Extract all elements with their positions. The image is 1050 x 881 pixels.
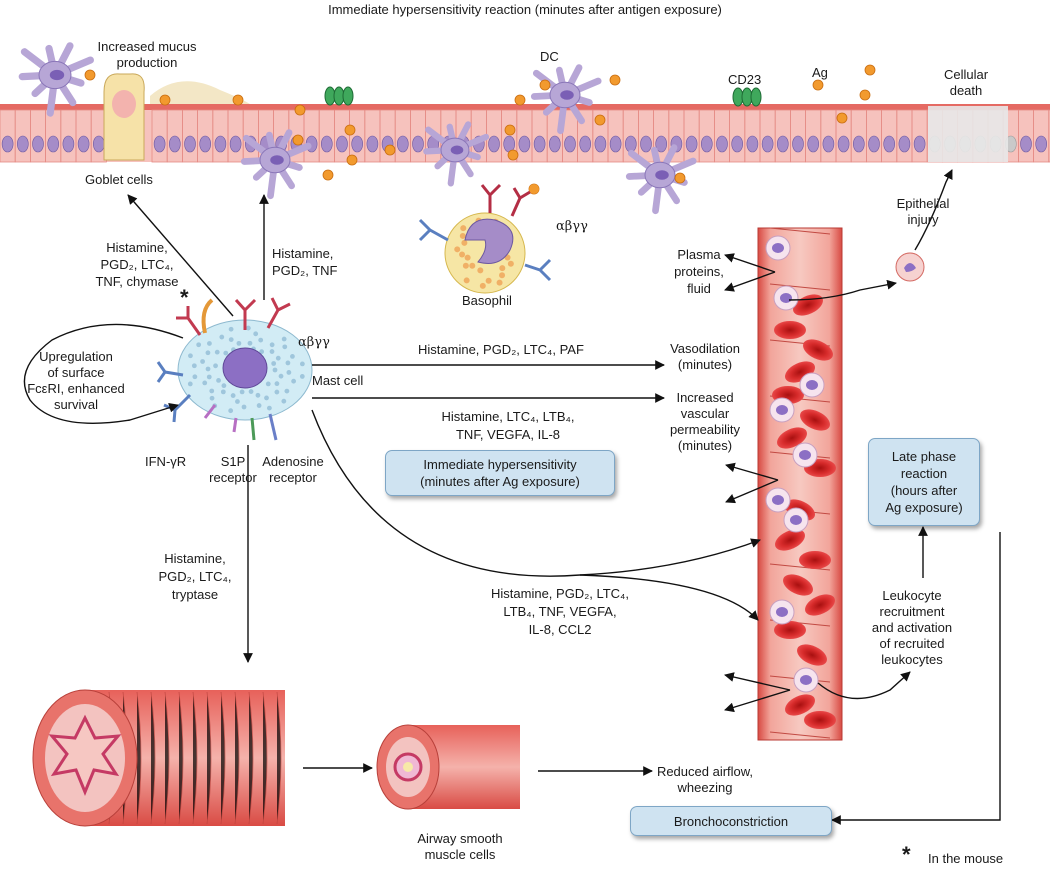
- leukocyte-label: Leukocyte recruitment and activation of …: [871, 588, 953, 667]
- dead-cells: [928, 106, 1008, 162]
- dendritic-cell: [18, 42, 94, 117]
- immediate-hypersensitivity-box: Immediate hypersensitivity (minutes afte…: [385, 450, 615, 496]
- antigens: [84, 64, 876, 195]
- plasma-label: Plasma proteins, fluid: [674, 247, 724, 296]
- basophil-cell: [418, 183, 552, 294]
- permeability-label: Increased vascular permeability (minutes…: [669, 390, 741, 453]
- dendritic-cell: [530, 64, 602, 135]
- adenosine-receptor-label: Adenosine receptor: [262, 454, 324, 485]
- epithelial-injury-label: Epithelial injury: [896, 196, 950, 227]
- epithelium: [0, 104, 1050, 163]
- asm-cells-label: Airway smooth muscle cells: [417, 831, 503, 862]
- mucus: [150, 81, 250, 104]
- vasodilation-mediators-label: Histamine, PGD₂, LTC₄, PAF: [418, 342, 584, 357]
- mast-cell: [156, 297, 313, 441]
- goblet-cells-label: Goblet cells: [85, 172, 153, 187]
- reduced-airflow-label: Reduced airflow, wheezing: [656, 764, 754, 795]
- dendritic-cells: [18, 42, 697, 215]
- upregulation-label: Upregulation of surface FcεRI, enhanced …: [27, 349, 125, 412]
- arrows: [23, 169, 1001, 825]
- dc-label: DC: [540, 49, 559, 64]
- cd23-receptor: [324, 86, 762, 107]
- leukocyte-mediators-label: Histamine, PGD₂, LTC₄, LTB₄, TNF, VEGFA,…: [491, 586, 629, 637]
- footnote-star: *: [902, 842, 911, 867]
- mast-cell-label: Mast cell: [312, 373, 364, 388]
- dendritic-cell: [423, 121, 490, 187]
- goblet-cell: [103, 73, 145, 161]
- vasodilation-label: Vasodilation (minutes): [670, 341, 740, 372]
- mucus-label: Increased mucus production: [97, 39, 197, 70]
- footnote-text: In the mouse: [928, 851, 1004, 866]
- blood-vessel: [757, 227, 843, 741]
- goblet-mediators-label: Histamine, PGD₂, LTC₄, TNF, chymase: [95, 240, 179, 289]
- cd23-label: CD23: [728, 72, 762, 87]
- airway-mediators-label: Histamine, PGD₂, LTC₄, tryptase: [158, 551, 232, 602]
- diagram-title: Immediate hypersensitivity reaction (min…: [328, 2, 722, 17]
- basophil-label: Basophil: [462, 293, 512, 308]
- ifn-receptor-label: IFN-γR: [145, 454, 187, 469]
- permeability-mediators-label: Histamine, LTC₄, LTB₄, TNF, VEGFA, IL-8: [441, 409, 575, 442]
- mouse-star: *: [180, 285, 189, 310]
- cellular-death-label: Cellular death: [943, 67, 989, 98]
- late-phase-box: Late phase reaction (hours after Ag expo…: [868, 438, 980, 526]
- basophil-receptor-label: αβγγ: [556, 219, 588, 234]
- dendritic-cell: [625, 144, 697, 215]
- airway-large: [32, 689, 285, 827]
- dendritic-cell: [240, 129, 312, 200]
- dc-mediators-label: Histamine, PGD₂, TNF: [272, 246, 338, 278]
- mast-receptor-label: αβγγ: [298, 335, 330, 350]
- bronchoconstriction-box: Bronchoconstriction: [630, 806, 832, 836]
- s1p-receptor-label: S1P receptor: [209, 454, 257, 485]
- airway-small: [376, 724, 520, 810]
- ag-label: Ag: [812, 65, 828, 80]
